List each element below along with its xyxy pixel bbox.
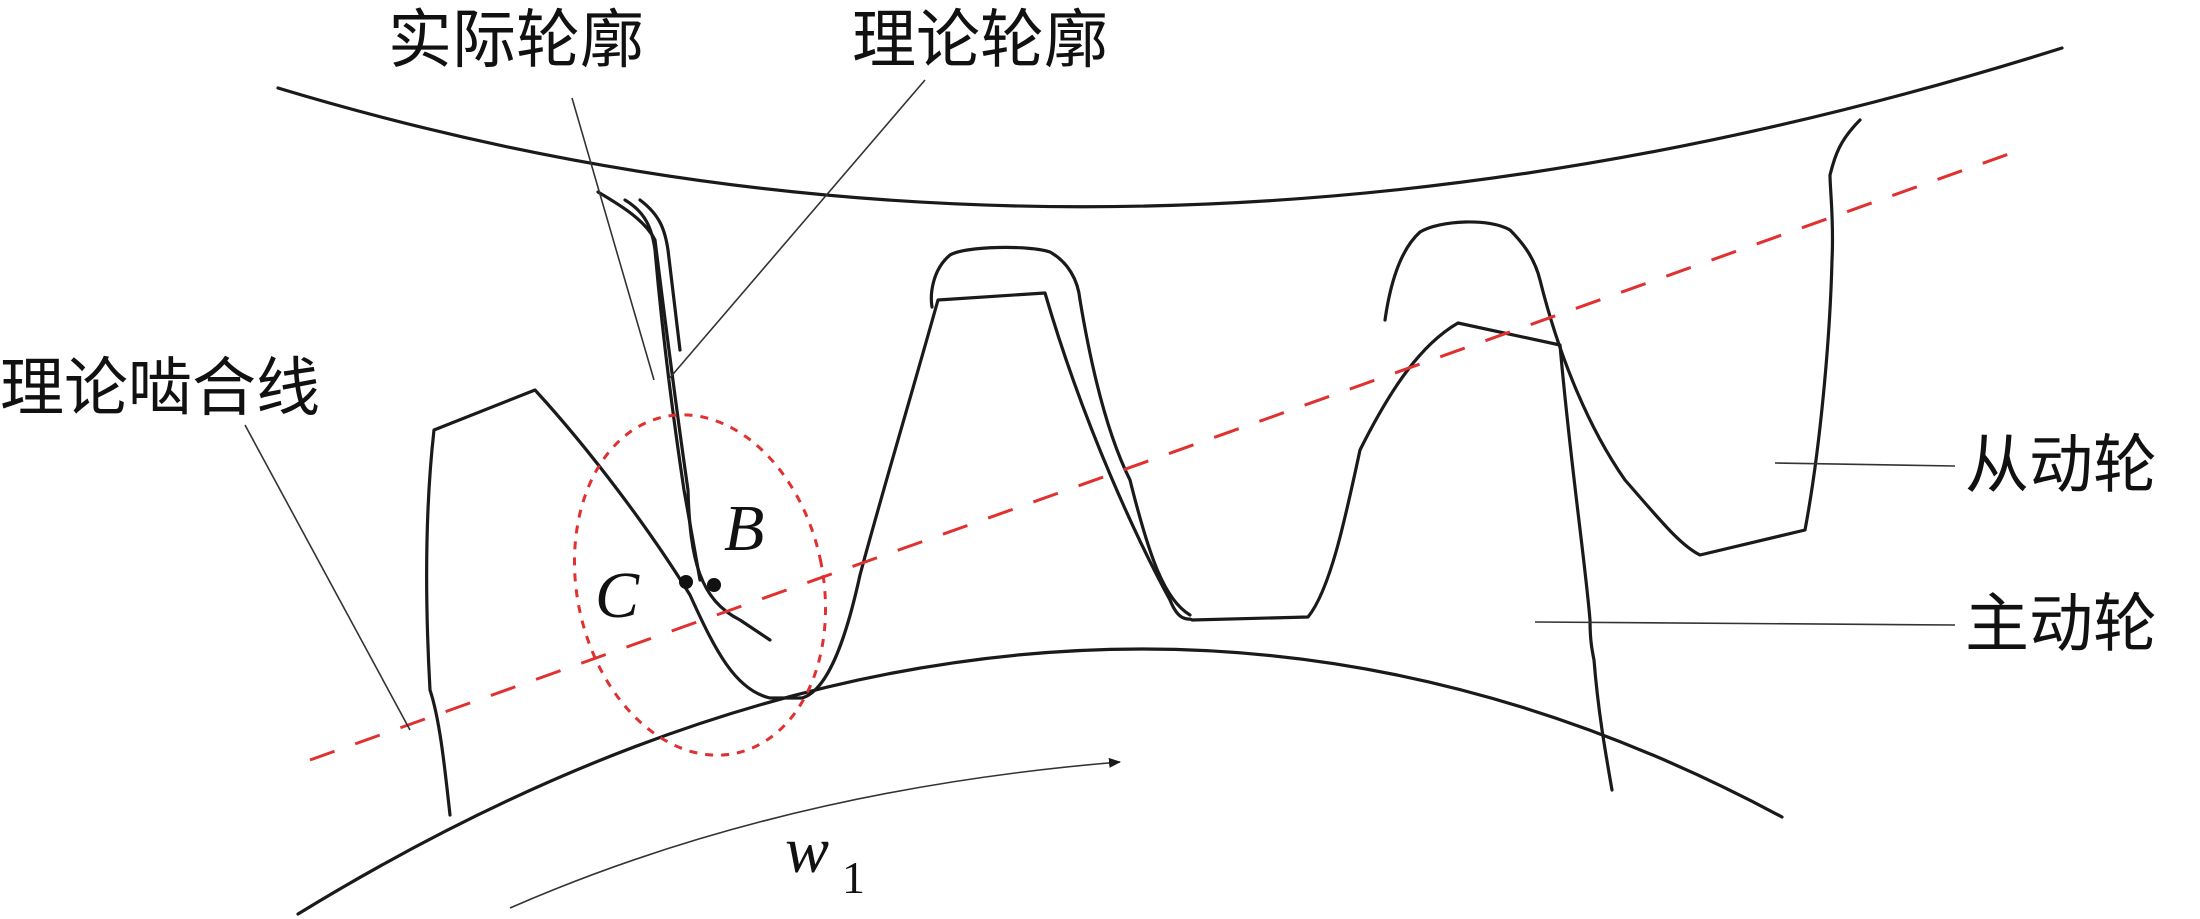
driven-gear-root-arc [276, 46, 2064, 209]
label-theoretical-profile: 理论轮廓 [852, 4, 1108, 78]
label-driving-gear: 主动轮 [1965, 588, 2157, 662]
label-angular-velocity: w [785, 814, 829, 887]
leader-driving-gear [1534, 621, 1956, 626]
label-angular-velocity-subscript: 1 [842, 852, 865, 903]
leader-actual-profile [571, 97, 655, 381]
label-actual-profile: 实际轮廓 [388, 4, 644, 78]
rotation-arrow [509, 757, 1121, 909]
theoretical-mesh-line [309, 148, 2021, 762]
label-point-c: C [595, 559, 640, 632]
driving-gear-tooth-profile [425, 291, 1614, 817]
driven-gear-inner-profile [623, 198, 702, 582]
highlight-circle [572, 413, 828, 757]
point-b-dot [707, 578, 721, 592]
label-theoretical-mesh-line: 理论啮合线 [0, 352, 320, 426]
leader-theoretical-profile [667, 79, 926, 381]
label-point-b: B [724, 492, 764, 565]
leader-theoretical-mesh-line [244, 424, 411, 731]
leader-driven-gear [1774, 462, 1956, 467]
driven-gear-tooth-profile [596, 118, 1862, 642]
label-driven-gear: 从动轮 [1965, 429, 2157, 503]
point-c-dot [679, 575, 693, 589]
driving-gear-root-arc [296, 647, 1784, 916]
